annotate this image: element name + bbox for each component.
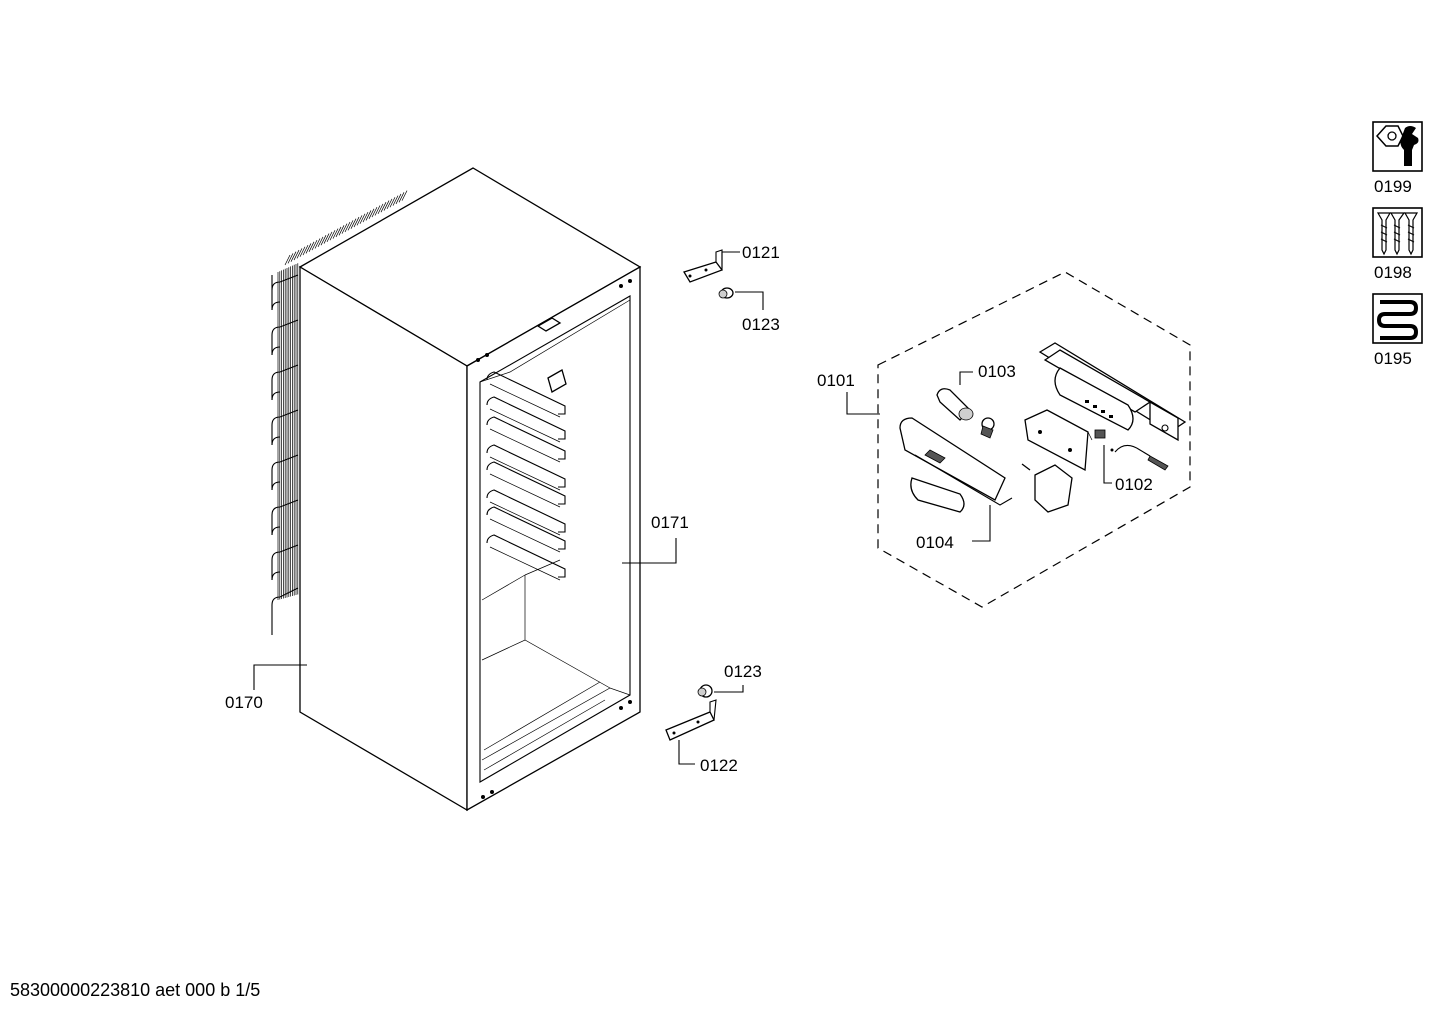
hinge-bottom <box>665 699 717 741</box>
callout-0123-bottom: 0123 <box>724 662 762 681</box>
condenser-wire <box>344 221 351 233</box>
diffuser-plate <box>910 477 965 513</box>
capacitor-block <box>1021 463 1073 513</box>
bulb-and-socket <box>936 388 995 439</box>
shelf-rail <box>486 461 566 505</box>
condenser-wire <box>308 241 315 252</box>
tube-coil-icon <box>1372 293 1423 344</box>
condenser-wire <box>284 254 291 266</box>
callout-0103: 0103 <box>978 362 1016 381</box>
condenser-wire <box>377 203 384 215</box>
shelf-rail <box>486 444 566 488</box>
condenser-wire <box>398 192 405 203</box>
condenser-wire <box>287 253 294 264</box>
condenser-wire <box>365 210 372 221</box>
condenser-wire <box>335 226 342 238</box>
condenser-wire <box>362 211 369 223</box>
shelf-rail <box>486 506 566 550</box>
condenser-wire <box>389 197 396 208</box>
light-cover <box>899 417 1013 506</box>
callout-0104: 0104 <box>916 533 954 552</box>
shelf-rail-edge <box>489 383 561 418</box>
shelf-rail-edge <box>489 501 561 536</box>
condenser-wire <box>350 218 357 229</box>
legend-item-2: 0198 <box>1372 207 1423 282</box>
assembly-boundary <box>877 271 1191 608</box>
shelf-rail <box>486 489 566 533</box>
legend-item-1: 0199 <box>1372 121 1423 196</box>
condenser-wire <box>311 239 318 251</box>
shelf-rail-edge <box>489 546 561 581</box>
condenser-wire <box>383 200 390 211</box>
shelf-rail-edge <box>489 408 561 443</box>
shelf-rail-edge <box>489 518 561 553</box>
connector-and-sensor <box>1094 429 1169 471</box>
legend-code-0199: 0199 <box>1374 177 1412 196</box>
condenser-coil <box>271 190 408 635</box>
condenser-wire <box>374 205 381 216</box>
condenser-wire <box>347 220 354 231</box>
wrench-nut-icon <box>1372 121 1423 172</box>
condenser-wire <box>386 198 393 210</box>
callout-0102: 0102 <box>1115 475 1153 494</box>
callout-0123-top: 0123 <box>742 315 780 334</box>
condenser-wire <box>380 202 387 213</box>
leader-lines <box>253 251 1112 765</box>
condenser-wire <box>368 208 375 219</box>
callout-0122: 0122 <box>700 756 738 775</box>
shelf-rail <box>486 371 566 415</box>
screws-icon <box>1372 207 1423 258</box>
legend-code-0195: 0195 <box>1374 349 1412 368</box>
condenser-wire <box>314 238 321 249</box>
hinge-top <box>683 249 724 283</box>
condenser-wire <box>293 249 300 261</box>
hinge-pin-bottom <box>697 684 713 698</box>
condenser-wire <box>353 216 360 228</box>
condenser-wire <box>305 243 312 254</box>
condenser-wire <box>341 223 348 234</box>
refrigerator-cabinet <box>298 167 642 812</box>
condenser-wire <box>356 215 363 226</box>
condenser-wire <box>302 244 309 256</box>
shelf-rail <box>486 416 566 460</box>
condenser-wire <box>371 206 378 218</box>
callout-0170: 0170 <box>225 693 263 712</box>
document-footer-code: 58300000223810 aet 000 b 1/5 <box>10 980 261 1000</box>
condenser-wire <box>290 251 297 262</box>
shelf-rail <box>486 534 566 578</box>
callout-0101: 0101 <box>817 371 855 390</box>
callout-0121: 0121 <box>742 243 780 262</box>
shelf-rail-edge <box>489 456 561 491</box>
shelf-rail-edge <box>489 428 561 463</box>
condenser-wire <box>338 225 345 236</box>
condenser-wire <box>323 233 330 244</box>
control-board <box>1024 409 1093 472</box>
condenser-wire <box>326 231 333 243</box>
condenser-wire <box>329 230 336 241</box>
condenser-wire <box>299 246 306 257</box>
condenser-wire <box>332 228 339 239</box>
condenser-wire <box>296 248 303 259</box>
condenser-wire <box>395 193 402 205</box>
shelf-rail-edge <box>489 473 561 508</box>
condenser-wire <box>317 236 324 248</box>
thermostat-housing <box>1038 342 1187 442</box>
hinge-pin-top <box>718 287 734 299</box>
legend-item-3: 0195 <box>1372 293 1423 368</box>
condenser-wire <box>392 195 399 206</box>
legend-code-0198: 0198 <box>1374 263 1412 282</box>
condenser-wire <box>320 235 327 246</box>
condenser-wire <box>359 213 366 224</box>
shelf-rail <box>486 396 566 440</box>
condenser-wire <box>401 190 408 201</box>
callout-0171: 0171 <box>651 513 689 532</box>
